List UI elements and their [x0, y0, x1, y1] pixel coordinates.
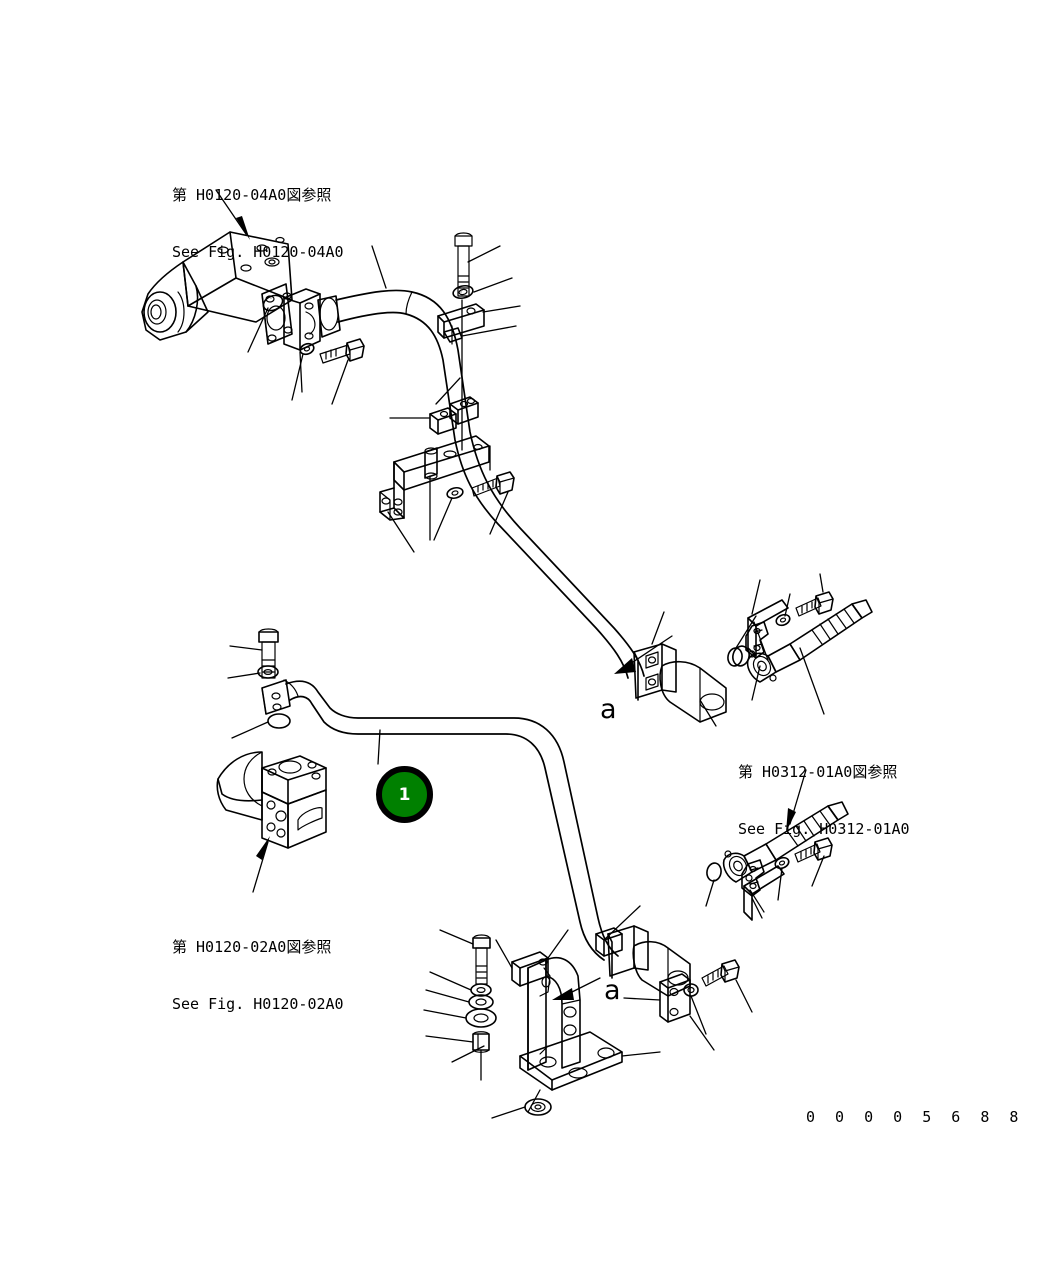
split-flange-clamp-upper-right: [745, 599, 789, 661]
bolt-bottom-left: [472, 934, 491, 985]
tube-upper: [317, 289, 645, 679]
bolt-mid: [471, 471, 515, 497]
bolt-upper-right: [795, 591, 834, 617]
spring-washer-bottom: [465, 1008, 497, 1028]
reference-h0120-02a0-jp: 第 H0120-02A0図参照: [172, 938, 332, 956]
leader-lines: [215, 189, 825, 1119]
bolt-lower-right: [794, 837, 833, 863]
tube-lower: [261, 679, 619, 961]
reference-h0120-02a0: 第 H0120-02A0図参照 See Fig. H0120-02A0: [172, 900, 344, 1033]
section-mark-a-upper: a: [600, 694, 617, 725]
reference-h0312-01a0-jp: 第 H0312-01A0図参照: [738, 763, 898, 781]
bolt-lower-left: [258, 628, 279, 679]
tube-upper-end-fitting: [633, 615, 757, 723]
split-flange-clamp-lower-right: [741, 859, 785, 921]
washer-lower-left: [257, 665, 279, 679]
o-ring-lower-right: [706, 862, 722, 882]
washer-bottom-right: [683, 983, 699, 997]
section-mark-a-lower: a: [604, 975, 621, 1006]
bolt-upper-left: [319, 338, 365, 364]
o-ring-upper-right: [727, 647, 743, 667]
o-ring-lower-motor: [267, 713, 291, 729]
bracket-bottom: [511, 951, 623, 1091]
washer-upper-right: [775, 613, 791, 627]
section-arrow-a-upper: [614, 635, 673, 674]
reference-h0312-01a0-en: See Fig. H0312-01A0: [738, 820, 910, 838]
bracket-mid: [379, 435, 490, 521]
o-ring-upper-motor: [262, 294, 284, 312]
reference-h0120-04a0: 第 H0120-04A0図参照 See Fig. H0120-04A0: [172, 148, 344, 281]
hose-nipple-lower-right: [722, 801, 849, 883]
washer-bottom-separate: [524, 1098, 552, 1116]
bolt-bottom-right: [701, 959, 740, 987]
washer-bottom-2: [468, 994, 494, 1010]
clamp-upper: [437, 303, 485, 345]
washer-upper-left: [299, 342, 315, 356]
callout-item-1-label: 1: [398, 784, 411, 805]
flange-plate-upper: [283, 288, 321, 351]
hydraulic-motor-upper: [141, 231, 293, 345]
clamp-mid: [429, 396, 479, 435]
washer-top-center-2: [452, 284, 474, 300]
section-arrow-a-lower: [552, 977, 601, 1000]
hydraulic-motor-lower: [216, 751, 327, 849]
nut-bottom: [472, 1031, 490, 1053]
reference-h0312-01a0: 第 H0312-01A0図参照 See Fig. H0312-01A0: [738, 725, 910, 858]
reference-h0120-04a0-en: See Fig. H0120-04A0: [172, 243, 344, 261]
clamp-bottom-right: [659, 973, 691, 1023]
reference-h0120-02a0-en: See Fig. H0120-02A0: [172, 995, 344, 1013]
reference-h0120-04a0-jp: 第 H0120-04A0図参照: [172, 186, 332, 204]
washer-mid: [446, 486, 464, 500]
drawing-number: 0 0 0 0 5 6 8 8: [806, 1108, 1024, 1126]
washer-lower-right: [774, 856, 790, 870]
callout-item-1[interactable]: 1: [376, 766, 433, 823]
hose-nipple-upper-right: [746, 599, 873, 683]
